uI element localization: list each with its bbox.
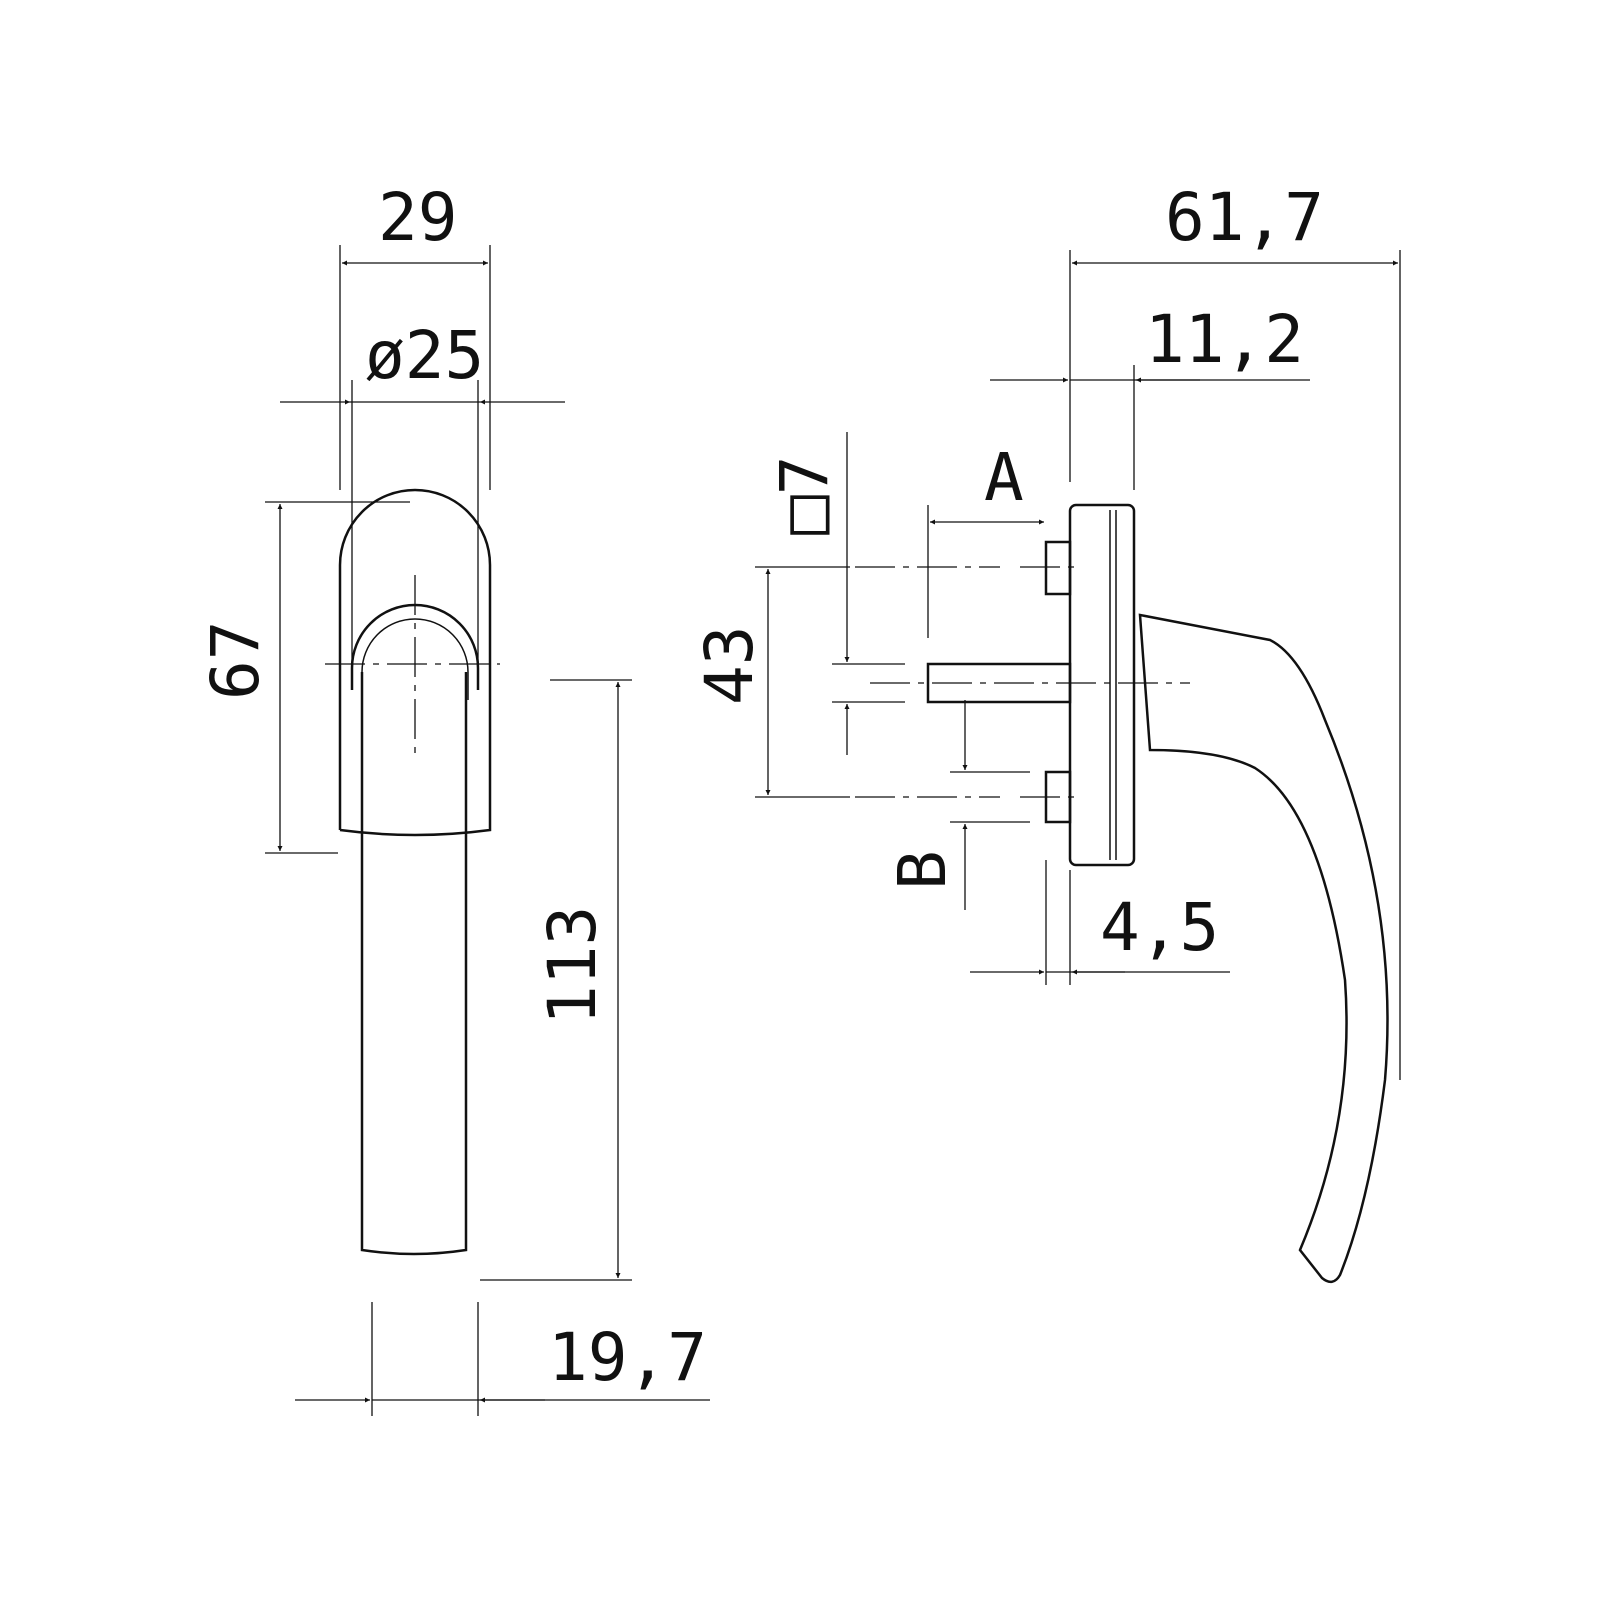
rosette-plate xyxy=(1068,503,1136,867)
dim-B: B xyxy=(884,850,961,890)
dim-29: 29 xyxy=(378,179,457,256)
dim-11-2: 11,2 xyxy=(1145,301,1304,378)
dim-113: 113 xyxy=(534,906,611,1025)
dim-4-5: 4,5 xyxy=(1100,889,1219,966)
front-view: 29 ø25 67 113 19,7 xyxy=(197,179,710,1416)
dim-43: 43 xyxy=(691,626,768,705)
screw-top xyxy=(1044,540,1072,596)
dim-67: 67 xyxy=(197,621,274,700)
grip-arch-inner xyxy=(361,618,469,700)
lever-side xyxy=(1138,613,1389,1284)
dim-A: A xyxy=(984,439,1024,516)
dim-19-7: 19,7 xyxy=(548,1319,707,1396)
lever-stem xyxy=(360,672,468,1256)
rosette-outline xyxy=(338,488,492,837)
dim-square-7: □7 xyxy=(766,456,843,535)
dim-61-7: 61,7 xyxy=(1165,179,1324,256)
side-view: 61,7 11,2 A □7 43 B 4,5 xyxy=(691,179,1401,1284)
dim-diameter-25: ø25 xyxy=(365,317,484,394)
